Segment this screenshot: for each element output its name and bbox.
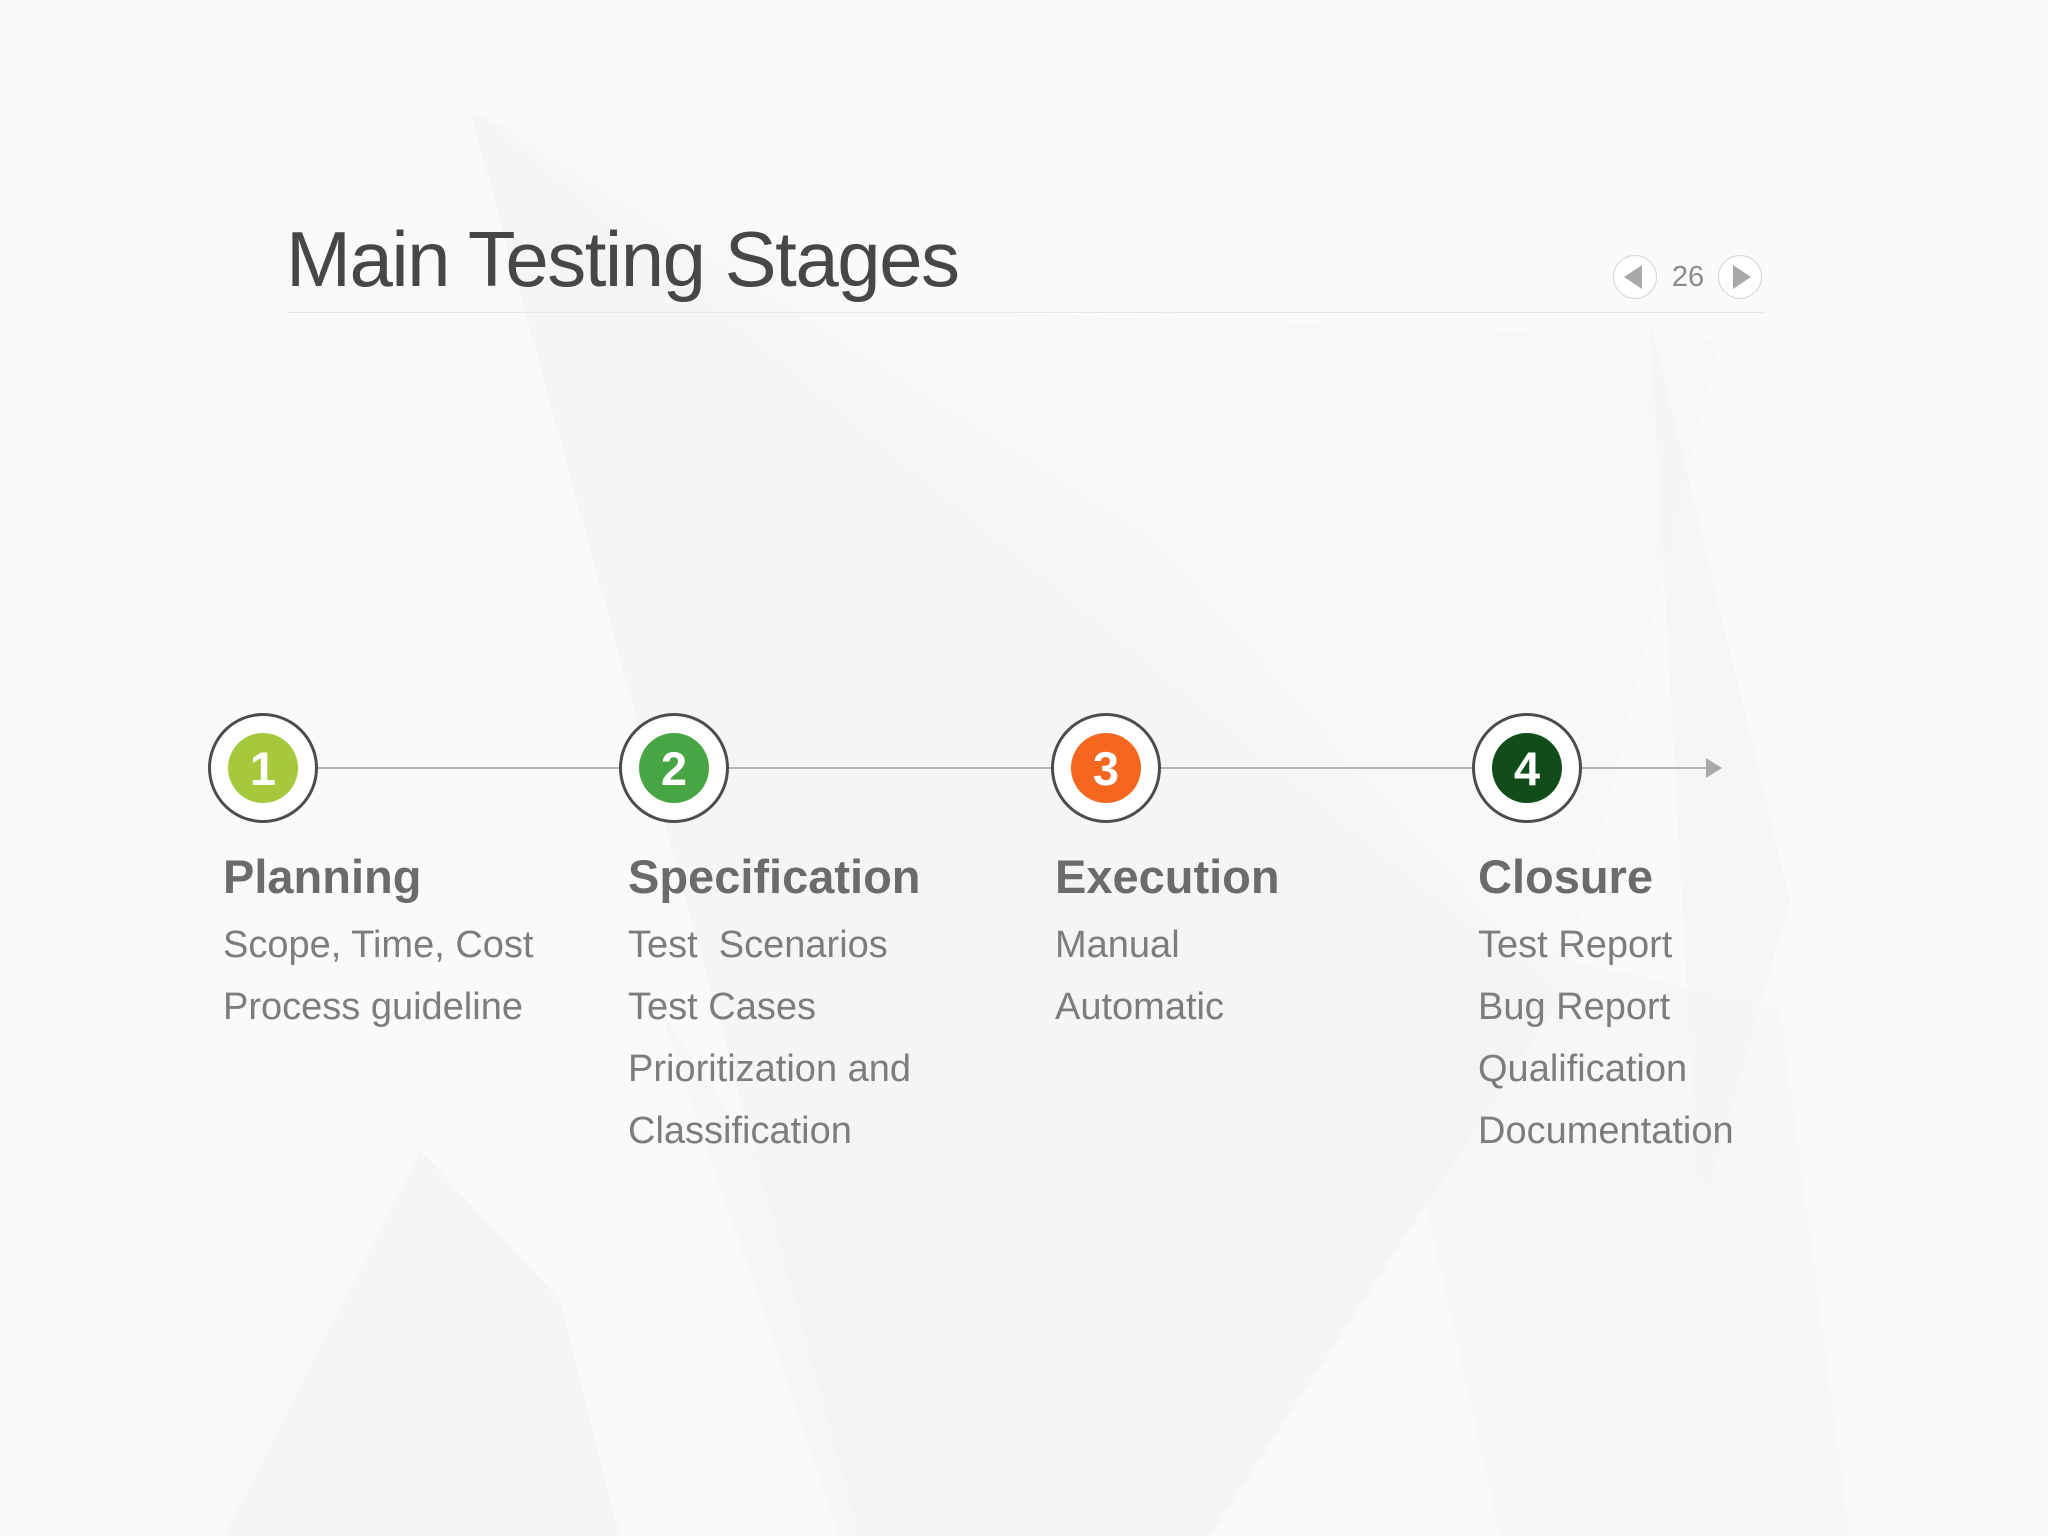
stage-4-number-badge: 4 xyxy=(1492,733,1562,803)
stage-3-item: Automatic xyxy=(1055,986,1224,1028)
stage-2-title: Specification xyxy=(628,850,921,903)
prev-slide-button[interactable] xyxy=(1613,255,1657,299)
stage-3-number-badge: 3 xyxy=(1071,733,1141,803)
stage-2-column: Specification Test Scenarios Test Cases … xyxy=(628,848,1048,1162)
stage-4-marker: 4 xyxy=(1472,713,1582,823)
title-divider xyxy=(288,312,1763,313)
page-number: 26 xyxy=(1671,261,1705,293)
stage-1-number: 1 xyxy=(249,741,277,795)
stage-4-item: Bug Report xyxy=(1478,986,1671,1028)
stage-2-item: Test Cases xyxy=(628,986,816,1028)
stage-4-item: Test Report xyxy=(1478,924,1673,966)
next-arrow-icon xyxy=(1733,265,1751,289)
stage-3-item: Manual xyxy=(1055,924,1180,966)
stage-1-column: Planning Scope, Time, Cost Process guide… xyxy=(223,848,643,1038)
prev-arrow-icon xyxy=(1624,265,1642,289)
stage-2-number-badge: 2 xyxy=(639,733,709,803)
stage-4-item: Documentation xyxy=(1478,1110,1734,1152)
stage-2-item: Prioritization and xyxy=(628,1048,912,1090)
stage-3-marker: 3 xyxy=(1051,713,1161,823)
stage-1-title: Planning xyxy=(223,850,422,903)
page-title: Main Testing Stages xyxy=(286,215,960,303)
stage-4-number: 4 xyxy=(1513,741,1541,795)
stage-2-marker: 2 xyxy=(619,713,729,823)
stage-2-number: 2 xyxy=(660,741,688,795)
stage-1-item: Process guideline xyxy=(223,986,523,1028)
stage-1-item: Scope, Time, Cost xyxy=(223,924,534,966)
timeline-connector xyxy=(263,767,1710,769)
timeline-arrow-icon xyxy=(1706,758,1722,778)
stage-3-number: 3 xyxy=(1092,741,1120,795)
stage-4-column: Closure Test Report Bug Report Qualifica… xyxy=(1478,848,1898,1162)
stage-3-column: Execution Manual Automatic xyxy=(1055,848,1475,1038)
stage-4-item: Qualification xyxy=(1478,1048,1688,1090)
stage-1-marker: 1 xyxy=(208,713,318,823)
stage-1-number-badge: 1 xyxy=(228,733,298,803)
stage-2-item: Classification xyxy=(628,1110,852,1152)
next-slide-button[interactable] xyxy=(1718,255,1762,299)
stage-3-title: Execution xyxy=(1055,850,1280,903)
stage-4-title: Closure xyxy=(1478,850,1653,903)
stage-2-item: Test Scenarios xyxy=(628,924,888,966)
